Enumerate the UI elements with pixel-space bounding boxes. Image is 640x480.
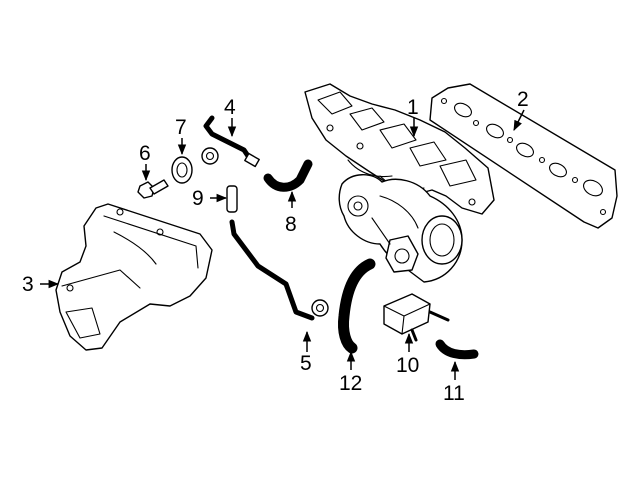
part-12-hose (338, 258, 376, 354)
leader-lines (40, 109, 525, 380)
part-2-manifold-gasket (429, 83, 618, 229)
callout-4: 4 (224, 96, 236, 119)
callout-10: 10 (396, 354, 419, 377)
part-7-seal-ring (171, 156, 193, 184)
callout-11: 11 (443, 382, 465, 405)
callout-12: 12 (339, 372, 362, 395)
callout-3: 3 (22, 273, 34, 296)
callout-5: 5 (300, 352, 312, 375)
part-1-turbo-manifold (304, 83, 495, 283)
part-11-hose (435, 339, 479, 360)
part-5-oil-line (229, 219, 329, 321)
callout-1: 1 (407, 96, 419, 119)
part-3-heat-shield (55, 203, 213, 351)
part-8-hose (263, 159, 313, 192)
callout-8: 8 (285, 213, 297, 236)
callout-2: 2 (517, 88, 529, 111)
callout-7: 7 (175, 116, 187, 139)
leader-2 (513, 109, 525, 131)
callout-6: 6 (139, 142, 151, 165)
part-10-solenoid-valve (383, 293, 450, 342)
part-4-coolant-line (201, 115, 260, 168)
callout-9: 9 (192, 187, 204, 210)
part-6-bolt (137, 179, 169, 199)
part-9-connector (226, 185, 238, 213)
callout-labels: 1 2 3 4 5 6 7 8 9 10 11 12 (22, 88, 529, 405)
